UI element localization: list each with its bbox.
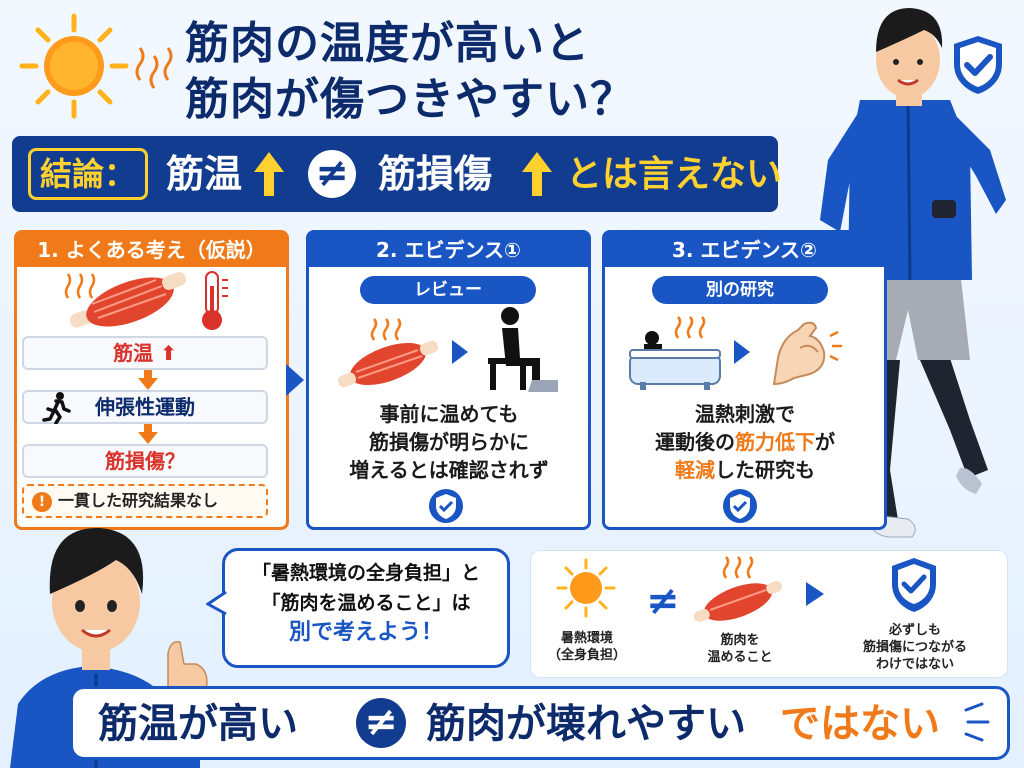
step-1-label: 筋温 [113,341,154,365]
muscle-icon [693,556,783,623]
evidence-2-highlight-2: 軽減 [675,458,715,482]
pill-review: レビュー [360,276,536,304]
step-3-label: 筋損傷？ [105,449,185,473]
step-2-label: 伸張性運動 [95,395,195,419]
evidence-2-line-2a: 運動後の [655,430,735,454]
label-3-line-3: わけではない [875,657,954,672]
evidence-2-line-2: 運動後の筋力低下が [606,428,884,456]
label-heat-environment: 暑熱環境 （全身負担） [540,630,634,664]
warning-icon: ! [32,492,52,512]
thermometer-icon [202,271,228,330]
speech-tail [206,590,227,616]
pill-other-study: 別の研究 [652,276,828,304]
speech-line-3: 別で考えよう！ [288,620,443,645]
evidence-2-line-3: 軽減した研究も [606,456,884,484]
not-equal-symbol: ≠ [646,578,680,624]
evidence-2-highlight-1: 筋力低下 [735,430,815,454]
arrow-right-icon [286,364,304,396]
not-equal-symbol: ≠ [356,698,406,748]
arrow-up-icon [522,152,552,196]
label-1-line-2: （全身負担） [547,648,626,663]
emphasis-lines-icon [964,702,990,742]
step-muscle-temp: 筋温 ⬆ [22,336,268,370]
evidence-2-line-2c: が [815,430,835,454]
arrow-up-icon: ⬆ [153,341,177,365]
flexed-arm-icon [772,321,842,386]
conclusion-left-text: 筋温 [166,152,243,196]
label-warming-muscle: 筋肉を 温めること [690,632,790,666]
label-2-line-1: 筋肉を [720,633,760,648]
warning-text: 一貫した研究結果なし [58,491,219,510]
banner-left: 筋温が高い [98,701,298,747]
arrow-up-icon [254,152,284,196]
evidence-2-line-1: 温熱刺激で [695,402,795,426]
conclusion-tag: 結論： [28,148,148,200]
heat-wave-icon [370,318,402,341]
panel-1-header: 1. よくある考え（仮説） [17,233,286,267]
runner-icon [42,392,71,424]
conclusion-right-text: 筋損傷 [378,152,493,196]
speech-line-1: 「暑熱環境の全身負担」と [251,562,480,584]
evidence-1-line-3: 増えるとは確認されず [349,458,549,482]
evidence-1-line-2: 筋損傷が明らかに [369,430,529,454]
page-title: 筋肉の温度が高いと 筋肉が傷つきやすい？ [185,16,635,128]
person-sitting-icon [488,307,558,392]
not-equal-symbol: ≠ [308,150,356,198]
label-1-line-1: 暑熱環境 [560,631,613,646]
shield-check-icon [892,558,936,612]
sun-icon [19,13,173,119]
arrow-down-icon [138,370,158,390]
speech-text: 「暑熱環境の全身負担」と 「筋肉を温めること」は 別で考えよう！ [226,558,506,648]
title-line-2: 筋肉が傷つきやすい？ [185,74,635,125]
muscle-icon [337,318,439,388]
evidence-1-text: 事前に温めても 筋損傷が明らかに 増えるとは確認されず [310,400,588,484]
banner-middle: 筋肉が壊れやすい [426,701,746,747]
heat-wave-icon [64,273,96,299]
shield-check-icon [723,489,757,523]
bathtub-icon [629,316,721,390]
label-3-line-1: 必ずしも [888,623,941,638]
panel-3-header: 3. エビデンス② [605,233,884,267]
heat-wave-icon [135,47,173,89]
muscle-icon [64,272,186,328]
speech-line-2: 「筋肉を温めること」は [261,592,471,614]
banner-right: ではない [780,701,940,747]
arrow-down-icon [138,424,158,444]
shield-check-icon [429,489,463,523]
arrow-right-icon [806,582,824,606]
warning-note: 一貫した研究結果なし [22,484,268,518]
heat-wave-icon [674,316,706,339]
evidence-2-line-3b: した研究も [715,458,815,482]
shield-check-icon [954,36,1002,94]
evidence-2-text: 温熱刺激で 運動後の筋力低下が 軽減した研究も [606,400,884,484]
label-3-line-2: 筋損傷につながる [862,640,967,655]
heat-wave-icon [722,556,754,579]
sun-icon [556,558,616,618]
bottom-banner [70,686,1010,760]
panel-2-header: 2. エビデンス① [309,233,588,267]
arrow-right-icon [734,340,750,364]
conclusion-tail: とは言えない [566,154,783,195]
title-line-1: 筋肉の温度が高いと [185,18,590,69]
label-2-line-2: 温めること [707,650,773,665]
arrow-right-icon [452,340,468,364]
step-muscle-damage: 筋損傷？ [22,444,268,478]
evidence-1-line-1: 事前に温めても [379,402,519,426]
label-not-necessarily: 必ずしも 筋損傷につながる わけではない [850,622,980,673]
